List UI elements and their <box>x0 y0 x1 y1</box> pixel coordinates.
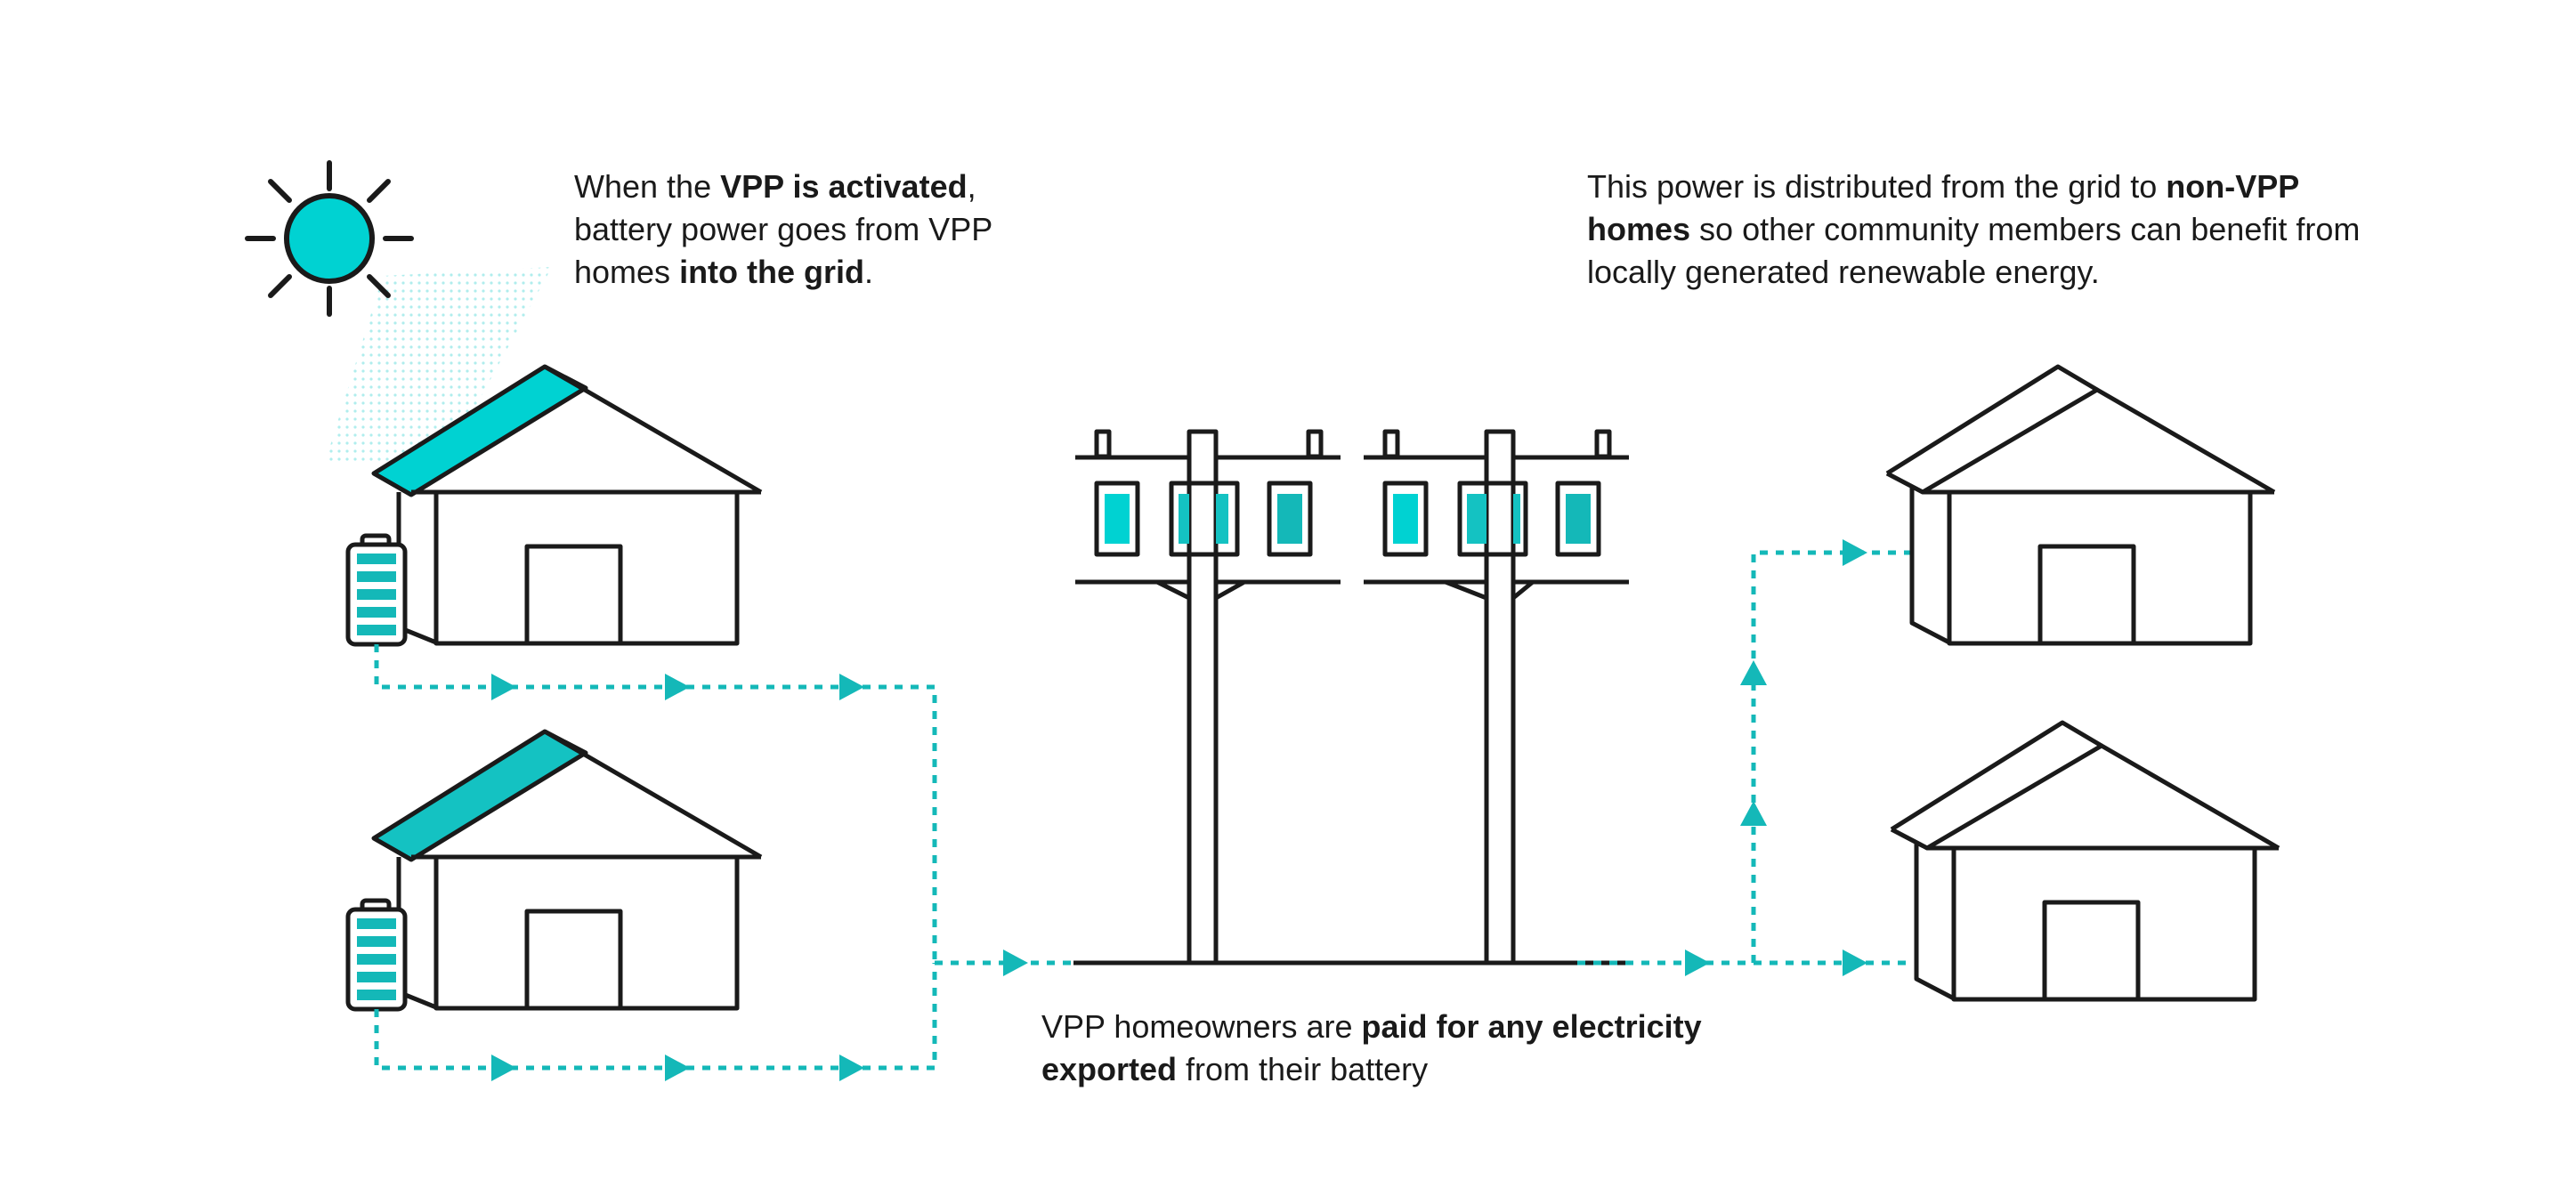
arrow-icon <box>1843 539 1867 566</box>
battery-icon <box>345 533 408 647</box>
door <box>524 544 623 646</box>
non-vpp-house-1 <box>1885 364 2276 646</box>
utility-pole-icon <box>1075 429 1341 966</box>
arrow-icon <box>1740 801 1767 826</box>
door <box>2037 544 2136 646</box>
distribution-flow-lines <box>1577 550 1912 966</box>
export-flow-arrows <box>491 674 1028 1081</box>
door <box>524 909 623 1011</box>
arrow-icon <box>665 1055 690 1081</box>
caption-distribution: This power is distributed from the grid … <box>1587 168 2361 290</box>
arrow-icon <box>491 1055 516 1081</box>
utility-pole-icon <box>1364 429 1629 966</box>
arrow-icon <box>1843 950 1867 976</box>
battery-icon <box>345 898 408 1012</box>
sun-icon <box>245 160 552 463</box>
arrow-icon <box>1740 660 1767 685</box>
solar-panel-icon <box>371 729 588 862</box>
vpp-house-1 <box>371 364 763 646</box>
distribution-flow-arrows <box>1685 539 1867 976</box>
arrow-icon <box>839 1055 864 1081</box>
non-vpp-house-2 <box>1890 720 2280 1002</box>
vpp-house-2 <box>371 729 763 1011</box>
arrow-icon <box>1685 950 1710 976</box>
arrow-icon <box>1003 950 1028 976</box>
caption-vpp-activated: When the VPP is activated, battery power… <box>574 168 992 290</box>
arrow-icon <box>839 674 864 700</box>
arrow-icon <box>491 674 516 700</box>
sunlight-beam <box>325 267 552 463</box>
caption-payment: VPP homeowners are paid for any electric… <box>1041 1008 1702 1087</box>
arrow-icon <box>665 674 690 700</box>
door <box>2042 900 2141 1002</box>
